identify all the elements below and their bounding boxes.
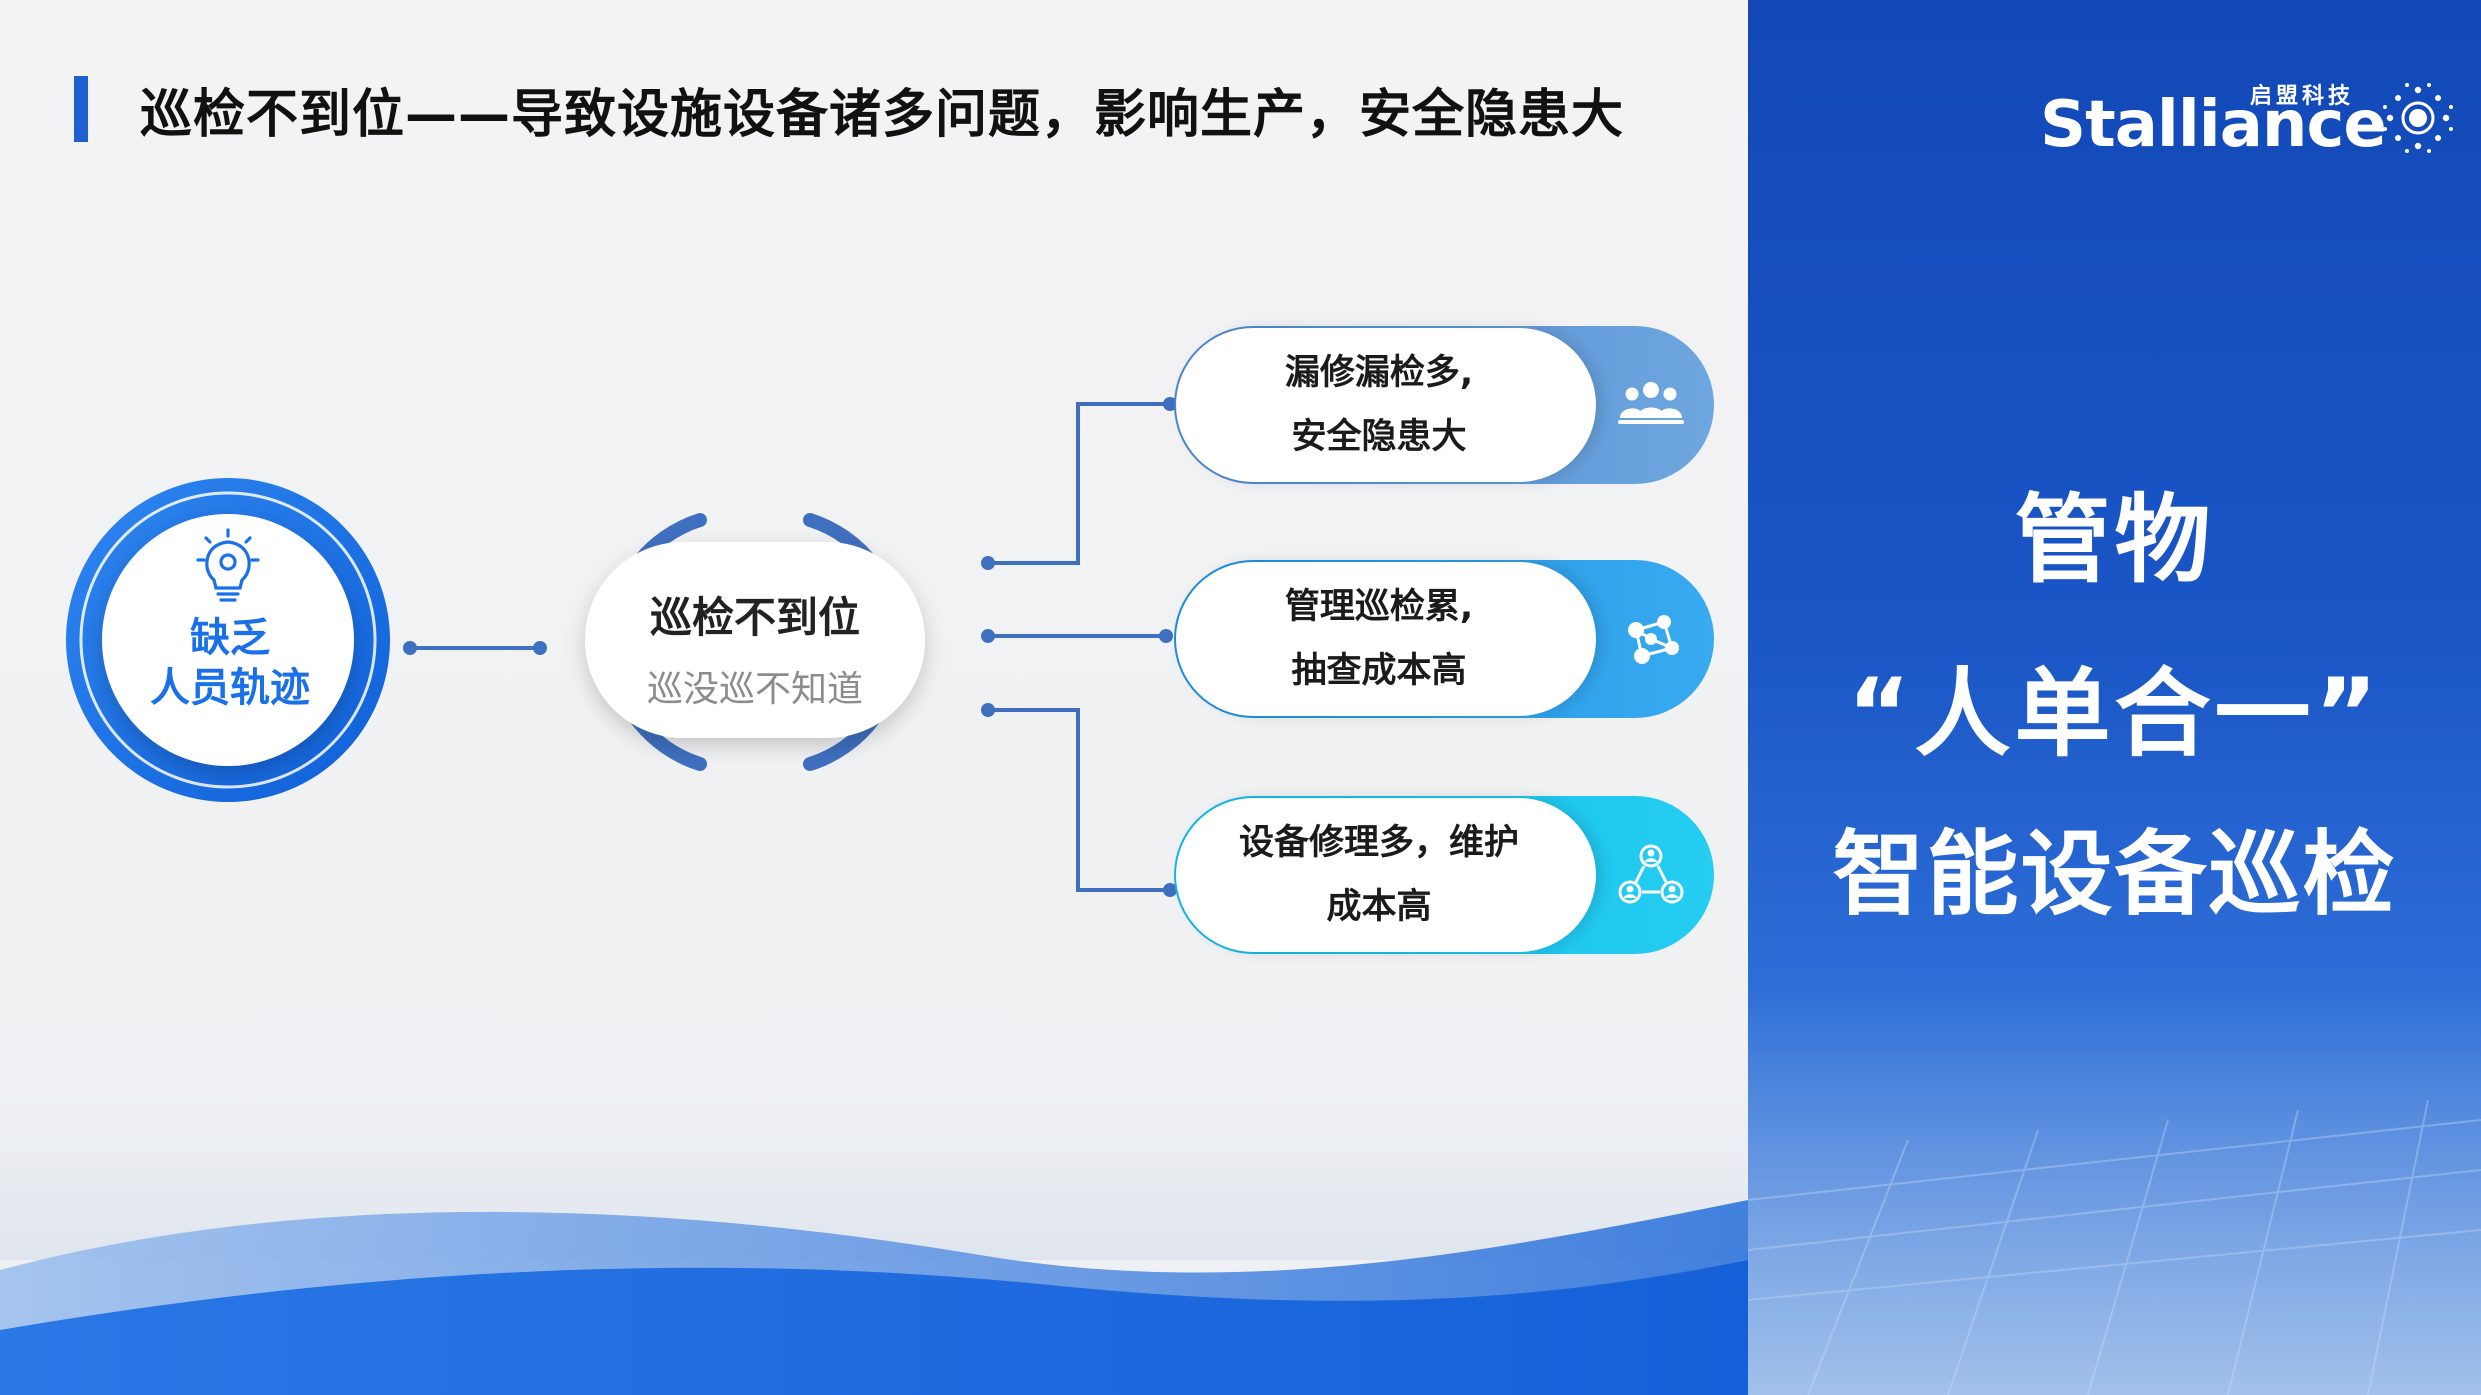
outcome-card-2-line-1: 管理巡检累, — [1284, 587, 1474, 627]
group-icon — [1618, 382, 1684, 424]
outcome-card-1-line-2: 安全隐患大 — [1291, 417, 1467, 457]
connector-hub-outcomes — [988, 402, 1170, 892]
title-accent-bar — [74, 76, 88, 142]
root-node-line-1: 缺乏 — [190, 615, 270, 661]
hub-node-shape — [585, 513, 925, 771]
page-title: 巡检不到位——导致设施设备诸多问题，影响生产，安全隐患大 — [140, 85, 1625, 145]
diagram-graphics — [66, 397, 1177, 897]
logo-brand-en: Stalliance — [2040, 88, 2387, 162]
network-nodes-icon — [1628, 615, 1679, 664]
outcome-card-1-panel — [1176, 328, 1596, 482]
gear-dots-logo-icon — [2383, 83, 2453, 153]
outcome-card-2: 管理巡检累, 抽查成本高 — [1174, 560, 1714, 718]
brand-logo: Stalliance 启盟科技 — [2040, 74, 2460, 164]
bottom-wave-decoration — [0, 1000, 1748, 1395]
people-connection-icon — [1618, 844, 1684, 904]
outcome-card-3-line-1: 设备修理多，维护 — [1238, 823, 1519, 863]
hub-node-subtitle: 巡没巡不知道 — [646, 669, 863, 710]
solar-panel-background — [1748, 980, 2481, 1395]
outcome-card-2-line-2: 抽查成本高 — [1291, 651, 1467, 691]
panel-line-1: 管物 — [2014, 484, 2215, 596]
root-node-circle — [66, 478, 390, 802]
root-node-line-2: 人员轨迹 — [150, 665, 310, 711]
outcome-card-3-panel — [1176, 798, 1596, 952]
panel-line-2: “人单合一” — [1847, 658, 2382, 770]
outcome-card-1-line-1: 漏修漏检多, — [1284, 353, 1474, 393]
outcome-card-2-panel — [1176, 562, 1596, 716]
right-panel: Stalliance 启盟科技 管物 “人单合一” 智能设备巡检 — [1748, 0, 2481, 1395]
connector-dots — [981, 397, 1177, 897]
outcome-card-3-line-2: 成本高 — [1326, 887, 1432, 927]
outcome-card-1: 漏修漏检多, 安全隐患大 — [1174, 326, 1714, 484]
outcome-card-3: 设备修理多，维护 成本高 — [1174, 796, 1714, 954]
lightbulb-gear-icon — [196, 528, 260, 602]
connector-root-hub — [403, 641, 547, 655]
logo-brand-cn: 启盟科技 — [2250, 84, 2355, 109]
panel-line-3: 智能设备巡检 — [1832, 821, 2397, 928]
hub-node-title: 巡检不到位 — [649, 593, 860, 642]
